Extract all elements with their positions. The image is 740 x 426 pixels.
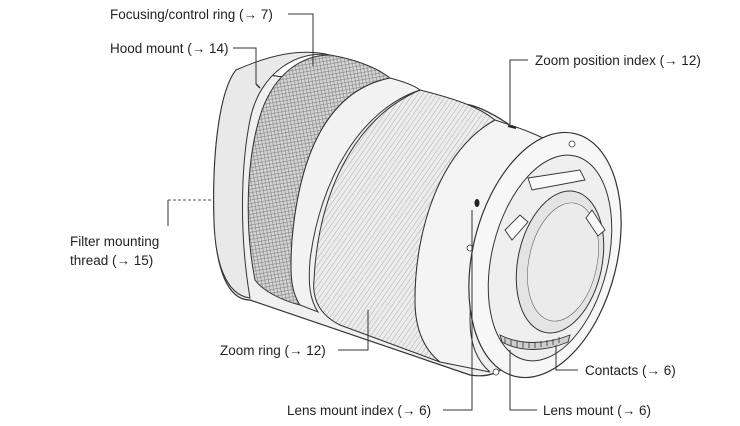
label-hood-mount: Hood mount (→ 14): [110, 41, 229, 56]
label-zoom-position-index: Zoom position index (→ 12): [535, 53, 701, 68]
callout-labels: Focusing/control ring (→ 7) Hood mount (…: [70, 7, 701, 418]
bayonet-tab-left: [504, 214, 529, 241]
contacts-strip: [499, 334, 571, 350]
lens-mount-index-dot: [474, 199, 480, 207]
label-focusing-ring: Focusing/control ring (→ 7): [110, 7, 273, 22]
bayonet-tab-top: [527, 169, 586, 191]
lens-illustration: [213, 51, 622, 379]
label-lens-mount-index: Lens mount index (→ 6): [287, 403, 431, 418]
mount-screw-top: [568, 140, 576, 148]
label-filter-thread-line1: Filter mounting: [70, 234, 159, 249]
label-contacts: Contacts (→ 6): [585, 363, 676, 378]
leader-lines: [167, 13, 578, 411]
label-lens-mount: Lens mount (→ 6): [543, 403, 651, 418]
mount-screw-bottom: [492, 368, 500, 376]
bayonet-tab-right: [585, 209, 606, 237]
label-zoom-ring: Zoom ring (→ 12): [220, 343, 326, 358]
label-filter-thread-line2: thread (→ 15): [70, 253, 153, 268]
hood-mount-mark: [255, 83, 261, 89]
contact-pins: [504, 337, 560, 348]
rear-glass-highlight: [527, 202, 599, 322]
zoom-position-index-mark: [507, 125, 517, 129]
